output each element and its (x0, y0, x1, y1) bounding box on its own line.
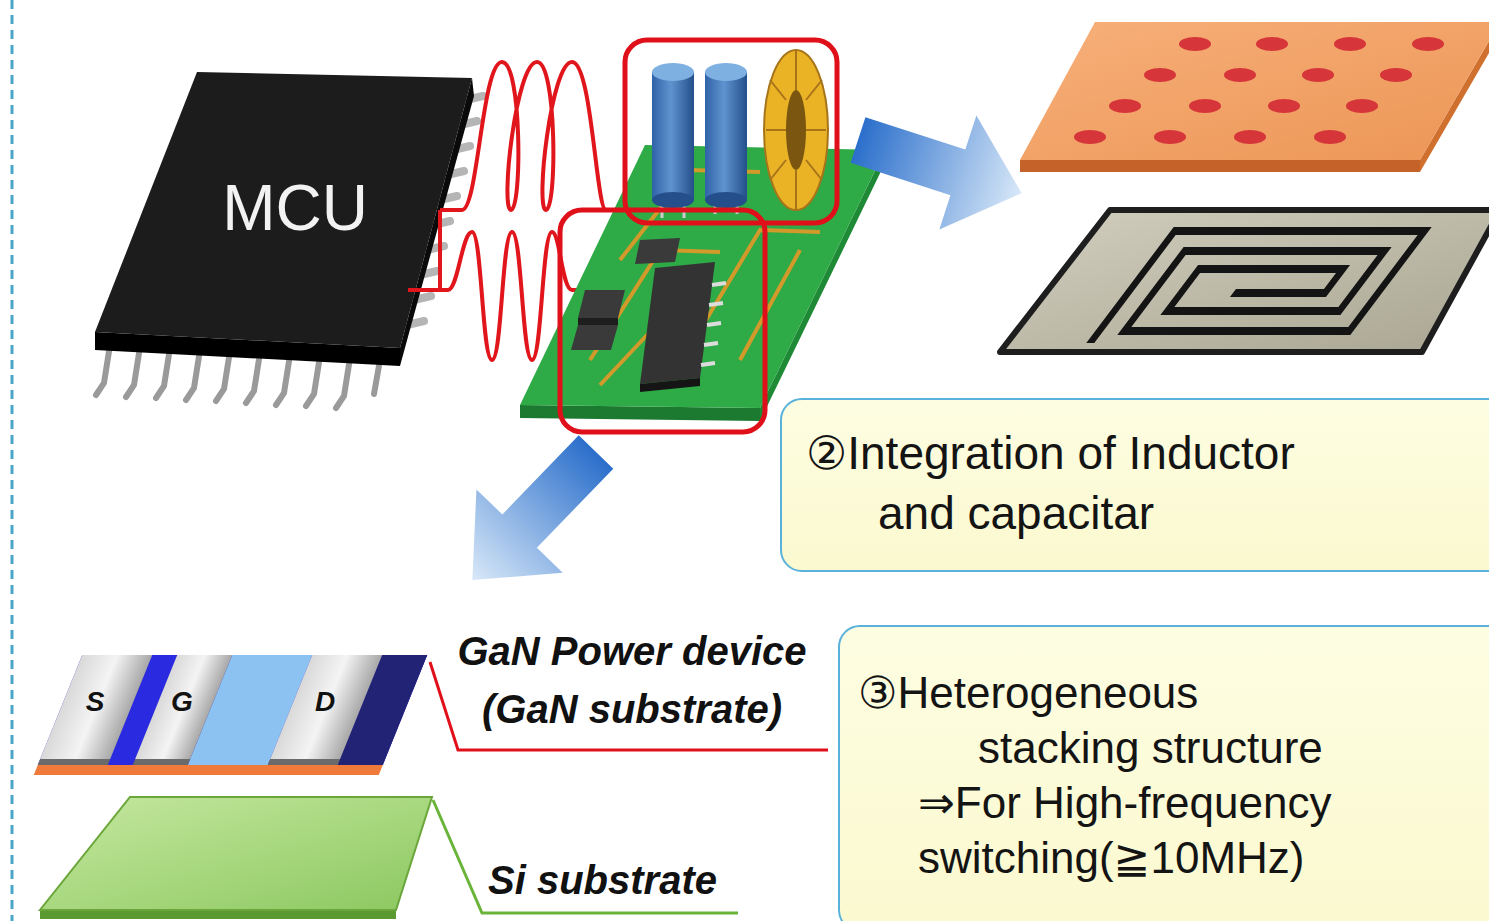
note-heading: ③Heterogeneous stacking structure (858, 665, 1358, 775)
chip-marking: MCU (188, 160, 402, 256)
terminal-label: S (86, 686, 105, 718)
note-box: ③Heterogeneous stacking structure⇒For Hi… (838, 625, 1489, 921)
note-text: ②Integration of Inductor and capacitar (806, 424, 1358, 544)
chip-name: MCU (222, 173, 368, 243)
note-box: ②Integration of Inductor and capacitar (780, 398, 1489, 572)
part-label: GaN Power device (GaN substrate) (432, 622, 832, 738)
terminal-label: G (171, 686, 193, 718)
note-text: ⇒For High-frequency switching(≧10MHz) (918, 775, 1398, 885)
terminal-label: D (315, 686, 335, 718)
part-label: Si substrate (488, 858, 717, 903)
